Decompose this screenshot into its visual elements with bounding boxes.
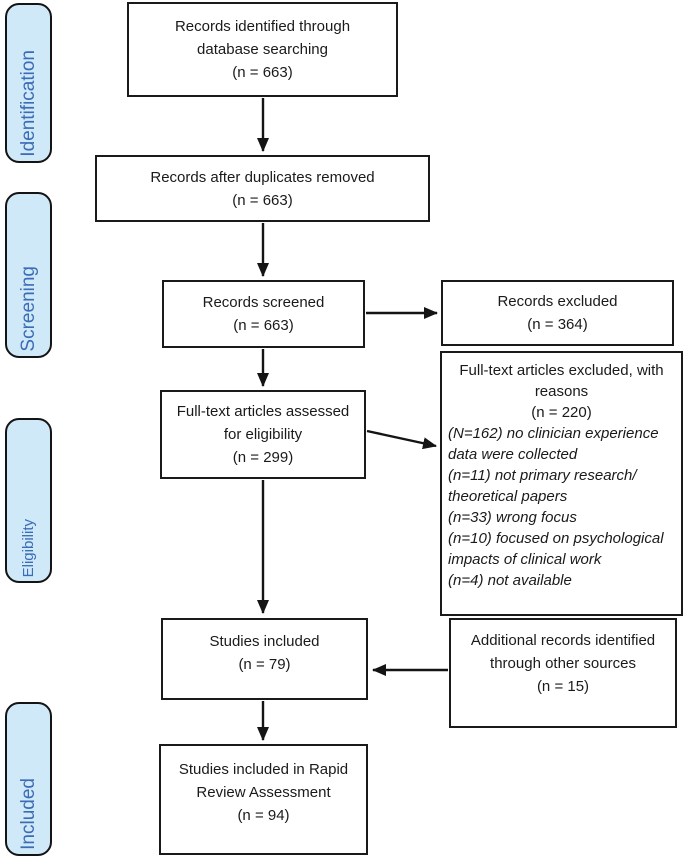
exclusion-reason: (n=4) not available — [448, 572, 572, 589]
exclusion-reason: (n=11) not primary research/ — [448, 467, 637, 484]
box-line: Full-text articles assessed — [176, 403, 350, 420]
stage-screening: Screening — [5, 192, 52, 358]
stage-eligibility: Eligibility — [5, 418, 52, 583]
exclusion-reason: impacts of clinical work — [448, 551, 602, 568]
box-line: Review Assessment — [196, 784, 331, 801]
exclusion-reason: data were collected — [448, 446, 578, 463]
box-line: (n = 663) — [232, 64, 293, 81]
arrow-fulltext-to-excluded — [366, 429, 437, 450]
box-line: Full-text articles excluded, with — [459, 362, 664, 379]
box-duplicates-removed: Records after duplicates removed (n = 66… — [95, 155, 430, 222]
box-line: (n = 663) — [233, 317, 294, 334]
box-line: Records after duplicates removed — [150, 168, 375, 186]
exclusion-reason: (N=162) no clinician experience — [448, 425, 659, 442]
box-line: (n = 220) — [531, 404, 592, 421]
stage-identification: Identification — [5, 3, 52, 163]
box-records-excluded: Records excluded (n = 364) — [441, 280, 674, 346]
box-line: (n = 663) — [232, 191, 293, 209]
box-line: Records identified through — [174, 18, 351, 35]
box-line: reasons — [534, 383, 589, 400]
box-rapid-review-included: Studies included in Rapid Review Assessm… — [159, 744, 368, 855]
stage-eligibility-label: Eligibility — [20, 518, 37, 577]
stage-identification-label: Identification — [18, 50, 39, 157]
box-line: (n = 299) — [232, 449, 294, 466]
box-line: for eligibility — [223, 426, 303, 443]
exclusion-reason: (n=33) wrong focus — [448, 509, 577, 526]
box-records-screened: Records screened (n = 663) — [162, 280, 365, 348]
stage-screening-label: Screening — [18, 266, 39, 352]
box-records-identified: Records identified through database sear… — [127, 2, 398, 97]
box-fulltext-excluded: Full-text articles excluded, with reason… — [440, 351, 683, 616]
box-line: (n = 94) — [237, 807, 290, 824]
box-line: (n = 364) — [527, 316, 588, 333]
stage-included-label: Included — [18, 778, 39, 850]
box-line: Records screened — [202, 294, 325, 311]
box-line: through other sources — [490, 655, 636, 672]
box-line: database searching — [197, 41, 328, 58]
stage-included: Included — [5, 702, 52, 856]
box-line: (n = 79) — [238, 656, 291, 673]
box-additional-records: Additional records identified through ot… — [449, 618, 677, 728]
box-line: Records excluded — [497, 293, 618, 310]
box-line: Studies included — [209, 633, 320, 650]
exclusion-reason: theoretical papers — [448, 488, 568, 505]
box-studies-included: Studies included (n = 79) — [161, 618, 368, 700]
box-line: Additional records identified — [470, 632, 656, 649]
box-line: Studies included in Rapid — [178, 761, 349, 778]
box-line: (n = 15) — [536, 678, 590, 695]
exclusion-reason: (n=10) focused on psychological — [448, 530, 664, 547]
box-fulltext-assessed: Full-text articles assessed for eligibil… — [160, 390, 366, 479]
